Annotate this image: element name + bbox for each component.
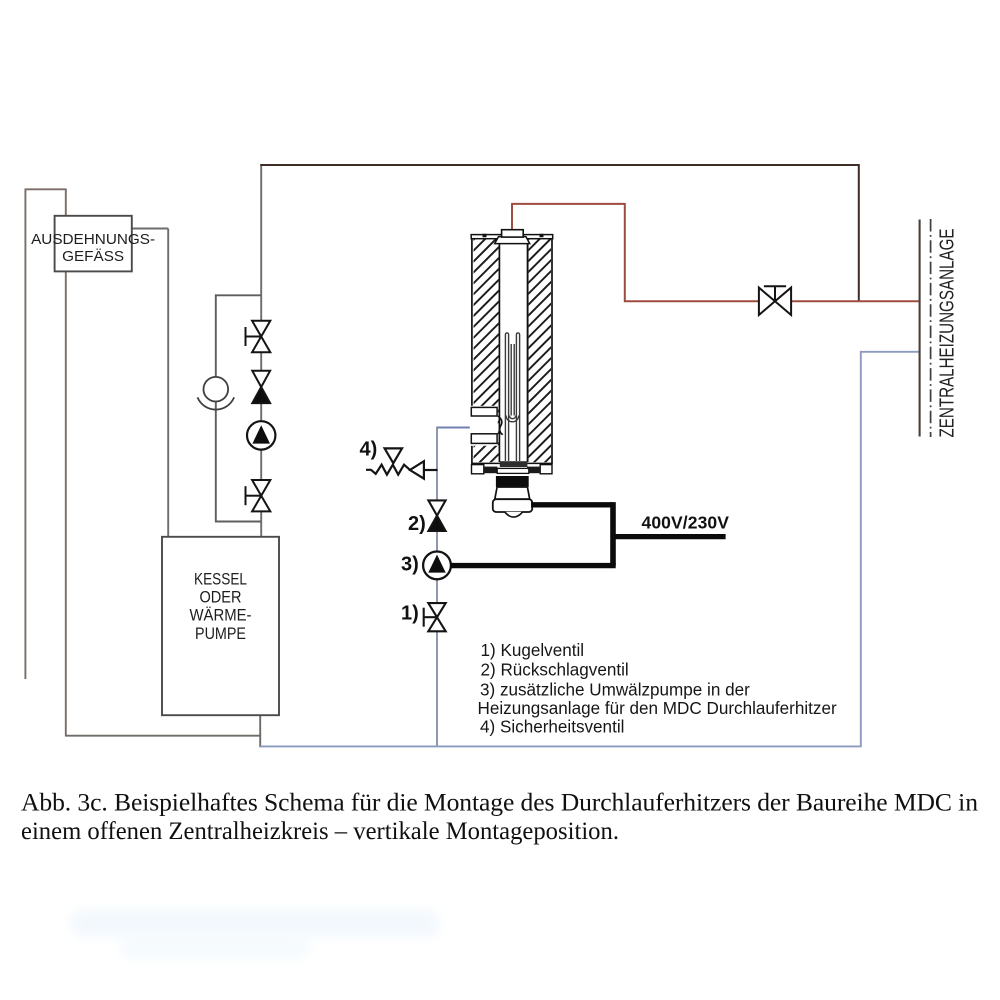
svg-text:1): 1) [401, 603, 419, 625]
svg-text:PUMPE: PUMPE [195, 625, 246, 643]
svg-text:1) Kugelventil: 1) Kugelventil [481, 641, 585, 660]
svg-text:Abb. 3c. Beispielhaftes Schema: Abb. 3c. Beispielhaftes Schema für die M… [21, 788, 978, 817]
svg-text:2) Rückschlagventil: 2) Rückschlagventil [481, 660, 629, 679]
svg-text:4) Sicherheitsventil: 4) Sicherheitsventil [480, 718, 624, 737]
svg-text:WÄRME-: WÄRME- [190, 607, 252, 625]
svg-text:ZENTRALHEIZUNGSANLAGE: ZENTRALHEIZUNGSANLAGE [937, 229, 959, 438]
svg-text:GEFÄSS: GEFÄSS [62, 248, 124, 265]
svg-text:Heizungsanlage für den MDC Dur: Heizungsanlage für den MDC Durchlauferhi… [478, 699, 837, 718]
svg-text:KESSEL: KESSEL [194, 570, 247, 588]
svg-text:AUSDEHNUNGS-: AUSDEHNUNGS- [31, 231, 155, 248]
svg-text:400V/230V: 400V/230V [642, 513, 730, 533]
svg-text:3) zusätzliche Umwälzpumpe in: 3) zusätzliche Umwälzpumpe in der [480, 681, 750, 700]
svg-text:2): 2) [408, 513, 426, 535]
svg-text:einem offenen Zentralheizkreis: einem offenen Zentralheizkreis – vertika… [21, 816, 619, 845]
svg-text:4): 4) [360, 438, 378, 460]
svg-text:ODER: ODER [200, 589, 242, 607]
svg-text:3): 3) [401, 553, 419, 575]
